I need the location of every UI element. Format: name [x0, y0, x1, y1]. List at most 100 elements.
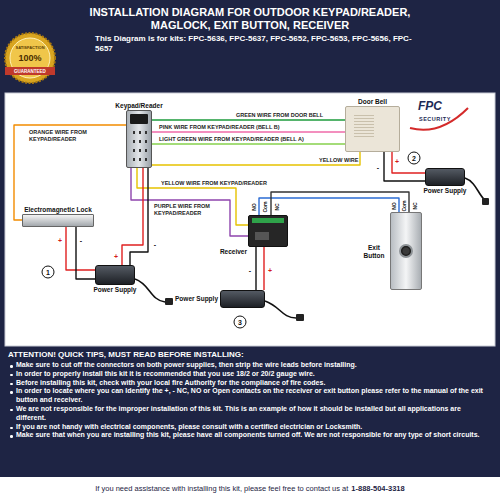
- seal-face: [10, 38, 50, 78]
- wire: [392, 152, 425, 173]
- callout-number: 1: [46, 269, 50, 276]
- cord-end: [482, 198, 489, 205]
- tips-list: Make sure to cut off the connectors on b…: [8, 361, 492, 440]
- polarity-sign: +: [268, 267, 272, 274]
- cord-end: [165, 298, 173, 305]
- bullet-dot: [10, 383, 13, 386]
- tip-text: Make sure to cut off the connectors on b…: [16, 361, 357, 368]
- terminal-name: Com: [263, 201, 268, 212]
- wire-label: PINK WIRE FROM KEYPAD/READER (BELL B): [158, 124, 281, 131]
- led-part: [255, 232, 269, 240]
- node-label: Exit Button: [360, 244, 388, 259]
- polarity-sign: +: [114, 253, 118, 260]
- phone-number: 1-888-504-3318: [351, 484, 404, 493]
- terminal-name: NC: [275, 203, 280, 210]
- guarantee-seal: [5, 33, 55, 83]
- node-label: Power Supply: [424, 187, 467, 195]
- callout-circle: [234, 316, 246, 328]
- callout-circle: [408, 152, 420, 164]
- door-bell: Door Bell: [345, 106, 400, 152]
- receiver: Receiver: [248, 215, 288, 247]
- wire: [152, 119, 345, 120]
- contact-text: If you need assistance with installing t…: [95, 484, 348, 493]
- tip-text: In order to properly install this kit it…: [16, 370, 315, 377]
- power-supply: Power Supply: [220, 290, 265, 308]
- tip-item: We are not responsible for the improper …: [8, 405, 492, 423]
- wire: [271, 192, 409, 215]
- power-cord: [135, 279, 165, 302]
- wire: [66, 227, 95, 270]
- callout-number: 3: [238, 319, 242, 326]
- terminal-name: NO: [392, 202, 397, 210]
- seal-text: GUARANTEED: [14, 69, 46, 74]
- tip-item: Make sure to cut off the connectors on b…: [8, 361, 492, 370]
- wire: [14, 125, 126, 220]
- wire: [152, 143, 345, 144]
- exit-button: Exit Button: [390, 212, 422, 290]
- bullet-dot: [10, 391, 13, 394]
- cord-end: [296, 314, 304, 321]
- wire: [76, 227, 95, 279]
- btn-part: [399, 244, 413, 258]
- wire-label: PURPLE WIRE FROM KEYPAD/READER: [153, 203, 219, 216]
- wire-label: YELLOW WIRE: [318, 157, 359, 164]
- polarity-sign: +: [395, 158, 399, 165]
- callout-number: 2: [412, 155, 416, 162]
- callout-circle: [42, 266, 54, 278]
- power-cords: [135, 178, 484, 318]
- wire: [255, 247, 256, 290]
- strip-part: [252, 218, 284, 223]
- wire-label: ORANGE WIRE FROM KEYPAD/READER: [28, 129, 96, 142]
- wire: [152, 152, 360, 165]
- wire-label: LIGHT GREEN WIRE FROM KEYPAD/READER (BEL…: [158, 136, 305, 143]
- wire-label: YELLOW WIRE FROM KEYPAD/READER: [160, 180, 268, 187]
- tip-item: Before installing this kit, check with y…: [8, 379, 492, 388]
- tip-item: In order to properly install this kit it…: [8, 370, 492, 379]
- tip-text: Make sure that when you are installing t…: [16, 431, 480, 438]
- terminal-name: NC: [413, 202, 418, 209]
- node-label: Receiver: [220, 248, 247, 256]
- wire: [263, 247, 264, 290]
- terminal-name: Com: [402, 200, 407, 211]
- wire: [122, 168, 143, 265]
- bullet-dot: [10, 409, 13, 412]
- seal-text: 100%: [18, 53, 41, 63]
- node-label: Keypad/Reader: [115, 102, 162, 110]
- contact-bar: If you need assistance with installing t…: [0, 477, 500, 500]
- tip-item: In order to locate where you can Identif…: [8, 387, 492, 405]
- wire: [152, 131, 345, 132]
- wire: [130, 168, 148, 265]
- tip-text: Before installing this kit, check with y…: [16, 379, 325, 386]
- seal-rim: [5, 33, 55, 83]
- logo-text: FPC: [418, 99, 442, 113]
- grill-part: [354, 115, 374, 137]
- wire: [259, 198, 399, 215]
- node-label: Power Supply: [175, 295, 218, 303]
- bullet-dot: [10, 374, 13, 377]
- power-supply: Power Supply: [95, 265, 135, 285]
- wire-label: GREEN WIRE FROM DOOR BELL: [235, 112, 324, 119]
- kit-list: This Diagram is for kits: FPC-5636, FPC-…: [95, 34, 425, 54]
- pad-part: [131, 128, 147, 162]
- tip-item: Make sure that when you are installing t…: [8, 431, 492, 440]
- terminal-name: NO: [252, 203, 257, 211]
- bullet-dot: [10, 435, 13, 438]
- polarity-sign: -: [80, 237, 82, 244]
- node-label: Power Supply: [94, 286, 137, 294]
- keypad-reader: Keypad/Reader: [126, 110, 152, 168]
- tip-text: In order to locate where you can Identif…: [16, 387, 483, 403]
- tips-heading: ATTENTION! QUICK TIPS, MUST READ BEFORE …: [8, 350, 244, 359]
- polarity-sign: +: [58, 237, 62, 244]
- power-cord: [265, 301, 296, 318]
- logo-text: SECURITY: [419, 116, 451, 122]
- node-label: Electromagnetic Lock: [24, 206, 92, 214]
- bullet-dot: [10, 427, 13, 430]
- seal-ribbon: [5, 67, 55, 75]
- node-label: Door Bell: [358, 98, 387, 106]
- screen-part: [130, 114, 148, 124]
- power-cord: [465, 178, 484, 199]
- wire: [137, 168, 248, 225]
- tip-text: If you are not handy with electrical com…: [16, 423, 362, 430]
- callout-circles: [42, 152, 420, 328]
